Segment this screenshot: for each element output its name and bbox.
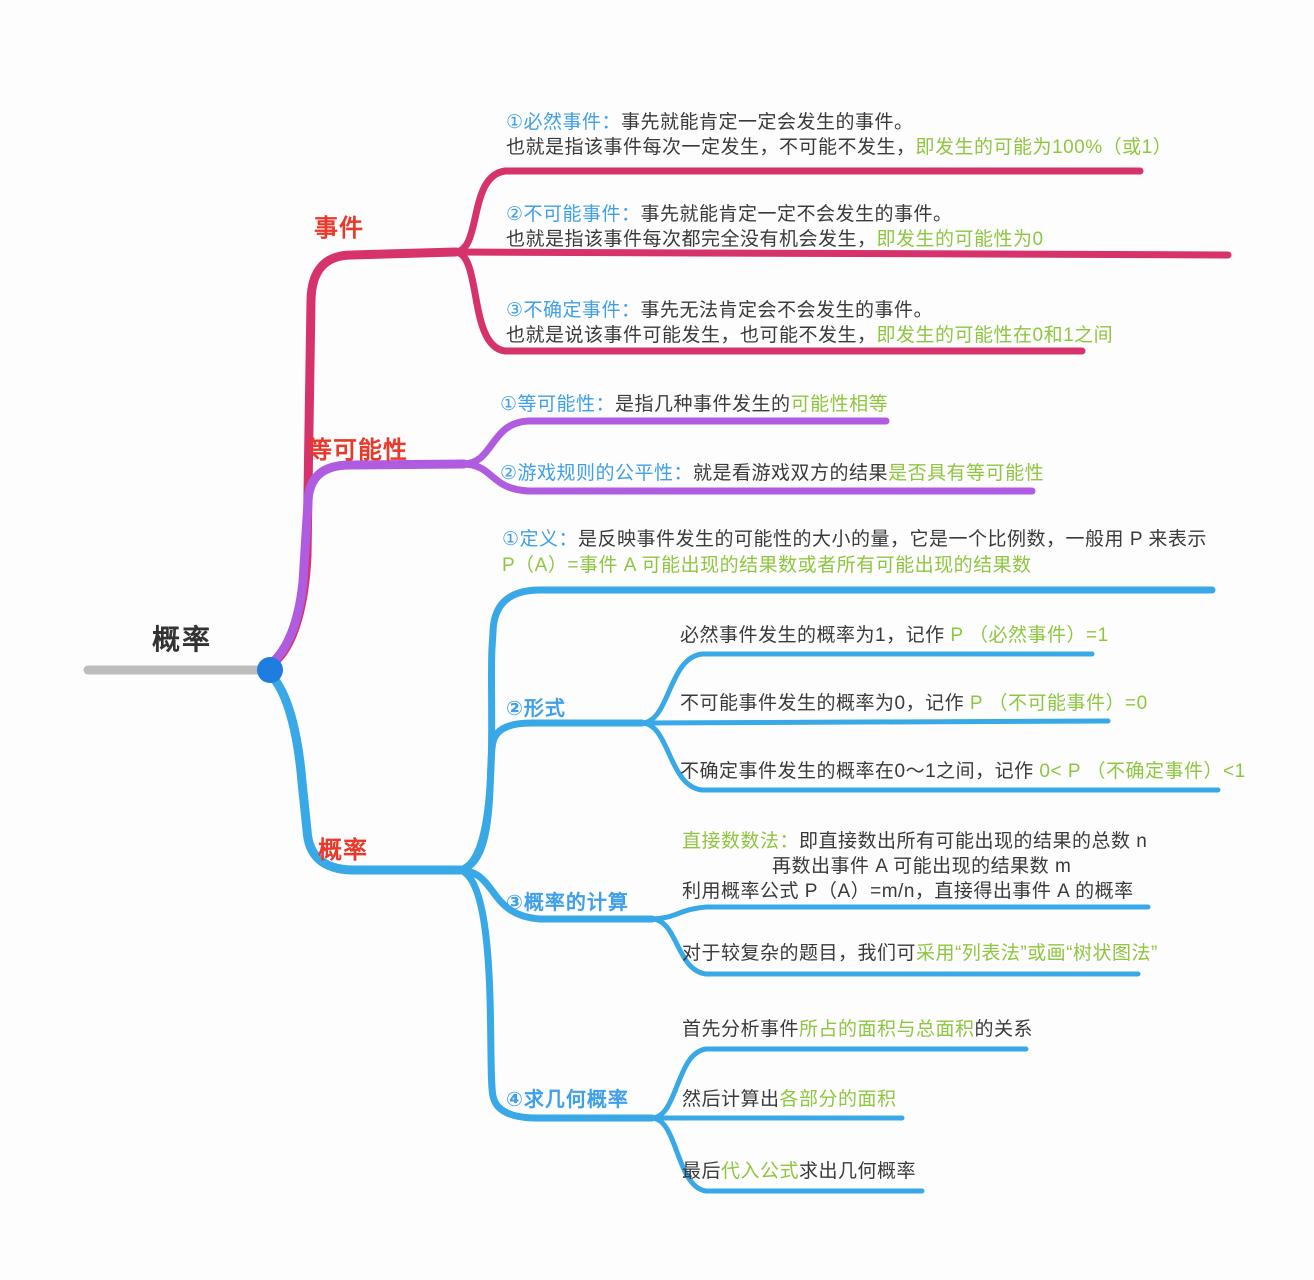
- geo-step2-text: 然后计算出各部分的面积: [682, 1089, 897, 1110]
- form-uncertain-text: 不确定事件发生的概率在0～1之间，记作 0< P （不确定事件）<1: [680, 761, 1246, 782]
- line-geo-step3: [649, 1115, 925, 1194]
- line-geometric: [456, 866, 656, 1122]
- line-form-impossible: [639, 718, 1111, 726]
- node-geo-step2[interactable]: 然后计算出各部分的面积: [682, 1087, 897, 1112]
- line-certain-event: [452, 167, 1144, 256]
- node-equal-possibility[interactable]: ①等可能性：是指几种事件发生的可能性相等: [500, 392, 888, 417]
- branch-label-events[interactable]: 事件: [314, 215, 364, 242]
- node-form-uncertain[interactable]: 不确定事件发生的概率在0～1之间，记作 0< P （不确定事件）<1: [680, 759, 1246, 784]
- node-geo-step3[interactable]: 最后代入公式求出几何概率: [682, 1159, 916, 1184]
- calc-direct-line1: 直接数数法：即直接数出所有可能出现的结果的总数 n: [682, 831, 1148, 852]
- sub-label-calculation[interactable]: ③概率的计算: [506, 892, 629, 914]
- node-form-certain[interactable]: 必然事件发生的概率为1，记作 P （必然事件）=1: [680, 623, 1109, 648]
- sub-label-forms[interactable]: ②形式: [506, 698, 566, 720]
- geo-step1-text: 首先分析事件所占的面积与总面积的关系: [682, 1019, 1034, 1040]
- definition-formula: P（A）=事件 A 可能出现的结果数或者所有可能出现的结果数: [502, 555, 1032, 576]
- node-impossible-event[interactable]: ②不可能事件：事先就能肯定一定不会发生的事件。 也就是指该事件每次都完全没有机会…: [506, 202, 1044, 252]
- calc-direct-line2: 再数出事件 A 可能出现的结果数 m: [772, 856, 1072, 877]
- line-forms: [456, 719, 646, 874]
- node-game-fairness[interactable]: ②游戏规则的公平性：就是看游戏双方的结果是否具有等可能性: [500, 461, 1044, 486]
- line-form-certain: [639, 651, 1095, 726]
- definition-line1: ①定义：是反映事件发生的可能性的大小的量，它是一个比例数，一般用 P 来表示: [502, 529, 1207, 550]
- equal-possibility-text: ①等可能性：是指几种事件发生的可能性相等: [500, 394, 889, 415]
- node-calc-direct[interactable]: 直接数数法：即直接数出所有可能出现的结果的总数 n 再数出事件 A 可能出现的结…: [682, 829, 1147, 904]
- line-uncertain-event: [452, 248, 1086, 355]
- root-node-label[interactable]: 概率: [152, 624, 213, 655]
- node-form-impossible[interactable]: 不可能事件发生的概率为0，记作 P （不可能事件）=0: [680, 691, 1148, 716]
- geo-step3-text: 最后代入公式求出几何概率: [682, 1161, 917, 1182]
- line-impossible-event: [452, 248, 1232, 259]
- certain-event-line1: ①必然事件：事先就能肯定一定会发生的事件。: [506, 112, 914, 133]
- branch-label-probability[interactable]: 概率: [318, 837, 368, 864]
- line-geo-step1: [649, 1046, 1029, 1121]
- line-calc-complex: [649, 916, 1141, 977]
- node-uncertain-event[interactable]: ③不确定事件：事先无法肯定会不会发生的事件。 也就是说该事件可能发生，也可能不发…: [506, 298, 1113, 348]
- branch-line-equal: [263, 459, 469, 671]
- certain-event-line2: 也就是指该事件每次一定发生，不可能不发生，即发生的可能为100%（或1）: [506, 137, 1173, 158]
- form-impossible-text: 不可能事件发生的概率为0，记作 P （不可能事件）=0: [680, 693, 1148, 714]
- uncertain-event-line1: ③不确定事件：事先无法肯定会不会发生的事件。: [506, 300, 934, 321]
- calc-direct-line3: 利用概率公式 P（A）=m/n，直接得出事件 A 的概率: [682, 881, 1134, 902]
- form-certain-text: 必然事件发生的概率为1，记作 P （必然事件）=1: [680, 625, 1109, 646]
- game-fairness-text: ②游戏规则的公平性：就是看游戏双方的结果是否具有等可能性: [500, 463, 1045, 484]
- sub-label-geometric[interactable]: ④求几何概率: [506, 1089, 629, 1111]
- branch-label-equal[interactable]: 等可能性: [308, 437, 408, 464]
- impossible-event-line2: 也就是指该事件每次都完全没有机会发生，即发生的可能性为0: [506, 229, 1044, 250]
- line-game-fairness: [460, 460, 1036, 495]
- root-node-dot[interactable]: [257, 657, 283, 683]
- impossible-event-line1: ②不可能事件：事先就能肯定一定不会发生的事件。: [506, 204, 953, 225]
- branch-line-probability: [265, 669, 465, 875]
- node-certain-event[interactable]: ①必然事件：事先就能肯定一定会发生的事件。 也就是指该事件每次一定发生，不可能不…: [506, 110, 1172, 160]
- uncertain-event-line2: 也就是说该事件可能发生，也可能不发生，即发生的可能性在0和1之间: [506, 325, 1114, 346]
- node-geo-step1[interactable]: 首先分析事件所占的面积与总面积的关系: [682, 1017, 1033, 1042]
- node-calc-complex[interactable]: 对于较复杂的题目，我们可采用“列表法”或画“树状图法”: [682, 941, 1158, 966]
- line-form-uncertain: [639, 720, 1221, 793]
- line-equal-possibility: [460, 417, 890, 468]
- line-calculation: [456, 866, 656, 923]
- calc-complex-text: 对于较复杂的题目，我们可采用“列表法”或画“树状图法”: [682, 943, 1158, 964]
- line-calc-direct: [649, 904, 1151, 922]
- node-definition[interactable]: ①定义：是反映事件发生的可能性的大小的量，它是一个比例数，一般用 P 来表示 P…: [502, 527, 1207, 579]
